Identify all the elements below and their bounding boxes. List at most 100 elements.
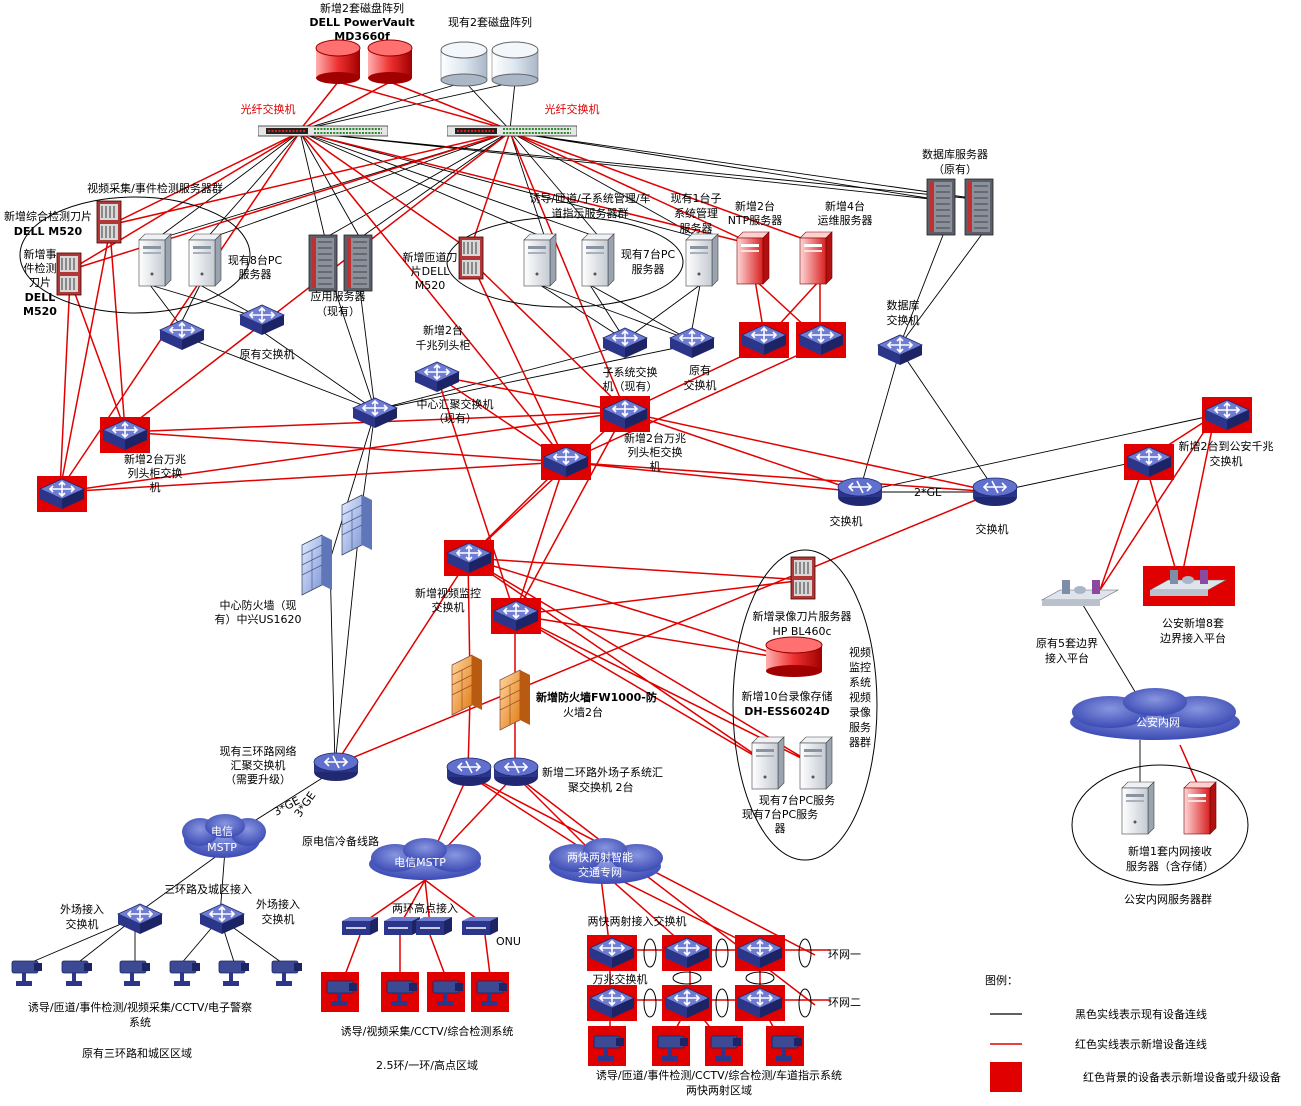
label-orig-switch-left: 原有交换机 <box>240 347 295 361</box>
red-links <box>59 81 1216 1041</box>
label-orig-sw-r-2: 交换机 <box>684 378 717 392</box>
label-video-group-1: 视频 <box>849 645 871 659</box>
camera-icon <box>169 960 201 987</box>
blade-server-icon <box>56 252 82 296</box>
smart-net-cloud-icon <box>549 838 663 884</box>
label-left-system: 诱导/匝道/事件检测/视频采集/CCTV/电子警察 <box>28 1000 252 1014</box>
label-ps-gbit-2: 交换机 <box>1210 454 1243 468</box>
label-video-group-4: 视频 <box>849 690 871 704</box>
label-ring2-sw: 新增二环路外场子系统汇 <box>542 765 663 779</box>
label-ops-2: 运维服务器 <box>818 214 873 227</box>
db-server-icon <box>926 178 956 236</box>
label-fw-center: 中心防火墙（现 <box>220 598 297 612</box>
label-ps-gbit: 新增2台到公安千兆 <box>1179 439 1274 453</box>
label-right-system: 诱导/匝道/事件检测/CCTV/综合检测/车道指示系统 <box>596 1068 842 1082</box>
clouds <box>182 688 1240 884</box>
legend-red: 红色实线表示新增设备连线 <box>1075 1037 1207 1051</box>
switch-b-icon <box>972 477 1018 507</box>
firewall-new-icon <box>499 669 530 731</box>
mstp-cloud-2-icon <box>369 838 481 880</box>
field-access-switch-icon <box>117 903 163 935</box>
label-new-event-2: 件检测 <box>24 261 57 275</box>
label-ring3-agg-3: （需要升级） <box>225 773 291 786</box>
camera-icon <box>61 960 93 987</box>
disk-red-2 <box>367 39 413 84</box>
camera-icon <box>119 960 151 987</box>
label-app-server-2: （现有） <box>316 304 360 318</box>
label-field-access-r: 外场接入 <box>256 897 300 911</box>
pc-server-icon <box>751 736 785 790</box>
label-sys-mgmt: 现有1台子 <box>671 191 722 205</box>
disk-white-2 <box>491 41 539 87</box>
label-db-switch-2: 交换机 <box>887 313 920 327</box>
label-two-ge: 2*GE <box>914 486 942 499</box>
pc-server-icon <box>188 233 222 287</box>
recording-storage-icon <box>765 636 823 677</box>
label-db-server-orig: （原有） <box>933 162 977 176</box>
camera-icon <box>271 960 303 987</box>
label-ps-intranet: 公安内网 <box>1136 715 1180 729</box>
label-video-group-3: 系统 <box>849 676 871 689</box>
label-new-10g-mid: 新增2台万兆 <box>624 431 686 445</box>
label-ps-recv: 新增1套内网接收 <box>1128 844 1212 858</box>
gbit-switch-icon <box>414 361 460 393</box>
label-center-agg-2: （现有） <box>433 411 477 425</box>
label-field-access-l-2: 交换机 <box>66 917 99 931</box>
blade-server-icon <box>96 200 122 244</box>
label-existing-7pc-2: 服务器 <box>632 263 665 276</box>
label-ring3-agg: 现有三环路网络 <box>220 744 297 758</box>
label-ring2-hi-access: 两环高点接入 <box>392 901 458 915</box>
ring2-switch-icon <box>446 757 492 787</box>
label-md3660: MD3660f <box>334 30 390 43</box>
ring-markers <box>643 938 812 1018</box>
label-fiber-switch-right: 光纤交换机 <box>545 102 600 116</box>
label-new-video-sw: 新增视频监控 <box>415 586 481 600</box>
label-onu: ONU <box>496 935 521 948</box>
recording-blade-icon <box>790 556 816 600</box>
label-mstp-1: 电信 <box>211 825 233 838</box>
label-db-switch: 数据库 <box>887 298 920 312</box>
label-new-event-4: DELL <box>25 291 56 304</box>
subsys-switch-icon <box>602 327 648 359</box>
label-cold-line: 原电信冷备线路 <box>302 834 379 848</box>
blade-server-icon <box>458 236 484 280</box>
label-new-gbit-2: 千兆列头柜 <box>416 338 471 352</box>
orig-switch-icon <box>159 319 205 351</box>
pc-server-icon <box>799 736 833 790</box>
label-mid-region: 2.5环/一环/高点区域 <box>376 1058 478 1072</box>
ring2-switch-icon <box>493 757 539 787</box>
black-links <box>24 81 1216 966</box>
label-right-region: 两快两射区域 <box>686 1083 752 1097</box>
ops-server-icon <box>799 231 833 285</box>
onu-icon <box>383 916 421 936</box>
db-server-icon <box>964 178 994 236</box>
label-new-blade-model: DELL M520 <box>14 225 83 238</box>
label-app-server: 应用服务器 <box>311 289 366 303</box>
label-new-10g-mid-2: 列头柜交换 <box>628 445 683 459</box>
label-mstp-2: MSTP <box>207 841 237 854</box>
label-new-event-5: M520 <box>23 305 57 318</box>
label-ring2-sw-2: 聚交换机 2台 <box>568 780 634 794</box>
label-sys-mgmt-2: 系统管理 <box>674 206 718 220</box>
pc-server-icon <box>523 233 557 287</box>
onu-icon <box>341 916 379 936</box>
label-rec-storage: 新增10台录像存储 <box>742 689 833 703</box>
label-guide-group: 诱导/匝道/子系统管理/车 <box>529 191 650 205</box>
label-ring-net-2: 环网二 <box>828 996 861 1009</box>
label-rec-storage-2: DH-ESS6024D <box>744 705 830 718</box>
label-video-event-group: 视频采集/事件检测服务器群 <box>87 181 223 195</box>
label-ps-border-2: 边界接入平台 <box>1160 631 1226 645</box>
new-disk-array <box>315 39 413 84</box>
label-new-ramp-blade-3: M520 <box>415 279 446 292</box>
db-switch-icon <box>877 334 923 366</box>
label-fiber-switch-left: 光纤交换机 <box>241 102 296 116</box>
label-existing-border: 原有5套边界 <box>1036 636 1098 650</box>
label-existing-8pc-2: 服务器 <box>239 268 272 281</box>
label-ring3-access: 三环路及城区接入 <box>164 883 252 896</box>
label-video-group-5: 录像 <box>849 706 871 719</box>
app-server-icon <box>308 234 338 292</box>
label-rec-blade: 新增录像刀片服务器 <box>753 609 852 623</box>
legend-title: 图例： <box>985 973 1018 987</box>
label-new-10g-left-2: 列头柜交换 <box>128 466 183 480</box>
firewalls <box>301 494 530 731</box>
